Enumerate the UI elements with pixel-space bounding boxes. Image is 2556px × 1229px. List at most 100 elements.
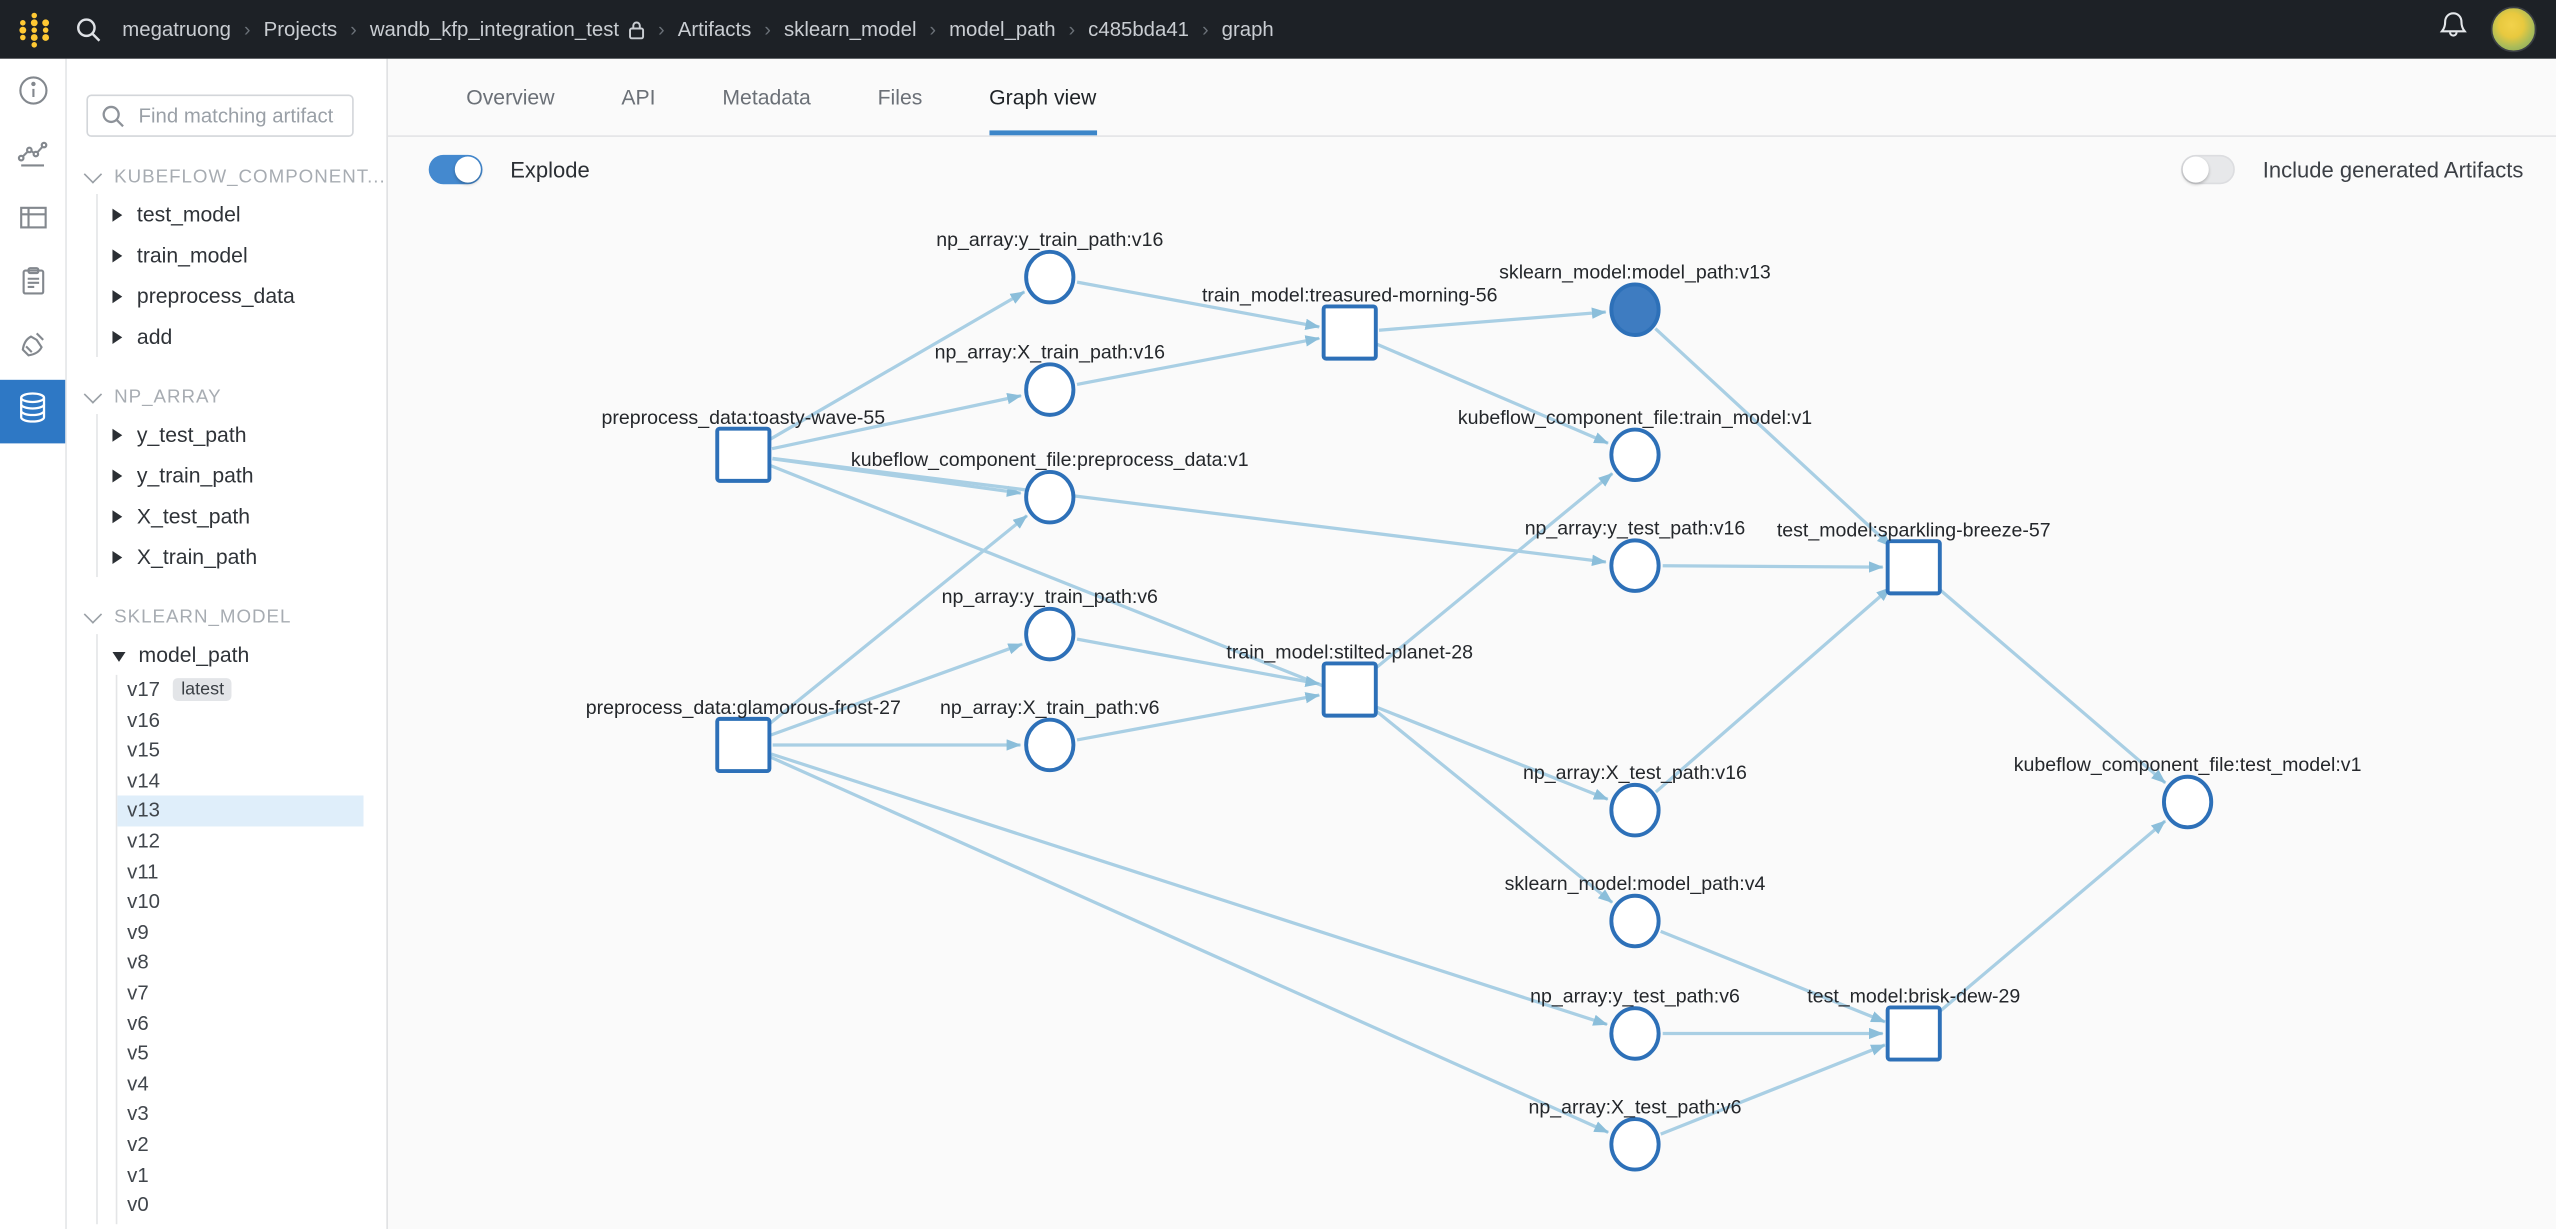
- graph-node-label: preprocess_data:glamorous-frost-27: [586, 697, 901, 719]
- version-label: v15: [127, 735, 160, 765]
- version-item-v13[interactable]: v13: [117, 796, 363, 826]
- left-rail: [0, 59, 67, 1229]
- version-label: v5: [127, 1039, 149, 1069]
- breadcrumb-item[interactable]: graph: [1222, 18, 1274, 41]
- rail-item-line-chart[interactable]: [0, 126, 65, 190]
- breadcrumb-item[interactable]: sklearn_model: [784, 18, 917, 41]
- triangle-right-icon: [112, 208, 122, 221]
- line-chart-icon: [15, 136, 49, 178]
- graph-edge: [766, 516, 1027, 727]
- version-item-v17[interactable]: v17latest: [117, 675, 363, 705]
- tree-section: NP_ARRAY y_test_pathy_train_pathX_test_pa…: [65, 381, 386, 577]
- rail-item-clipboard[interactable]: [0, 253, 65, 317]
- tree-item-model_path[interactable]: model_path: [98, 634, 387, 675]
- graph-node-xtest6[interactable]: [1611, 1119, 1658, 1170]
- tree-item-test_model[interactable]: test_model: [98, 194, 387, 235]
- version-item-v2[interactable]: v2: [117, 1130, 363, 1160]
- version-label: v10: [127, 887, 160, 917]
- version-label: v2: [127, 1130, 149, 1160]
- tree-item-add[interactable]: add: [98, 316, 387, 357]
- breadcrumb-item[interactable]: wandb_kfp_integration_test: [370, 18, 619, 41]
- tree-section-header[interactable]: KUBEFLOW_COMPONENT...: [65, 161, 386, 194]
- version-item-v12[interactable]: v12: [117, 826, 363, 856]
- tree-item-X_test_path[interactable]: X_test_path: [98, 496, 387, 537]
- graph-node-skl13[interactable]: [1611, 284, 1658, 335]
- version-item-v3[interactable]: v3: [117, 1099, 363, 1129]
- version-item-v8[interactable]: v8: [117, 948, 363, 978]
- version-item-v0[interactable]: v0: [117, 1190, 363, 1220]
- graph-node-ytrain16[interactable]: [1026, 252, 1073, 303]
- rail-item-info[interactable]: [0, 62, 65, 126]
- top-navbar: megatruong › Projects › wandb_kfp_integratio…: [0, 0, 2556, 59]
- bell-icon[interactable]: [2439, 10, 2468, 49]
- version-item-v15[interactable]: v15: [117, 735, 363, 765]
- graph-node-toasty[interactable]: [717, 429, 769, 481]
- version-label: v7: [127, 978, 149, 1008]
- breadcrumb-separator: ›: [751, 18, 784, 41]
- graph-node-label: kubeflow_component_file:preprocess_data:…: [851, 449, 1249, 471]
- breadcrumb-item[interactable]: c485bda41: [1088, 18, 1189, 41]
- graph-node-brisk[interactable]: [1888, 1007, 1940, 1059]
- tree-item-y_train_path[interactable]: y_train_path: [98, 455, 387, 496]
- version-item-v10[interactable]: v10: [117, 887, 363, 917]
- graph-edge: [771, 466, 1608, 800]
- tree-section-header[interactable]: SKLEARN_MODEL: [65, 602, 386, 635]
- version-item-v7[interactable]: v7: [117, 978, 363, 1008]
- graph-node-skl4[interactable]: [1611, 896, 1658, 947]
- graph-node-kfpre[interactable]: [1026, 472, 1073, 523]
- graph-node-label: test_model:brisk-dew-29: [1807, 986, 2020, 1008]
- breadcrumb-item[interactable]: Artifacts: [678, 18, 752, 41]
- version-item-v6[interactable]: v6: [117, 1008, 363, 1038]
- graph-node-xtrain16[interactable]: [1026, 364, 1073, 415]
- version-label: v0: [127, 1190, 149, 1220]
- wandb-logo[interactable]: [13, 8, 55, 50]
- graph-edge: [1379, 312, 1606, 330]
- rail-item-broom[interactable]: [0, 316, 65, 380]
- version-label: v11: [127, 857, 158, 887]
- tree-item-y_test_path[interactable]: y_test_path: [98, 414, 387, 455]
- graph-node-ytest16[interactable]: [1611, 540, 1658, 591]
- tree-section-header[interactable]: NP_ARRAY: [65, 381, 386, 414]
- breadcrumb: megatruong › Projects › wandb_kfp_integratio…: [122, 18, 1274, 41]
- breadcrumb-item[interactable]: megatruong: [122, 18, 231, 41]
- rail-item-database[interactable]: [0, 380, 65, 444]
- breadcrumb-item[interactable]: model_path: [949, 18, 1055, 41]
- triangle-right-icon: [112, 469, 122, 482]
- version-item-v1[interactable]: v1: [117, 1160, 363, 1190]
- triangle-right-icon: [112, 289, 122, 302]
- graph-node-kftest[interactable]: [2164, 777, 2211, 828]
- graph-node-sparkling[interactable]: [1888, 541, 1940, 593]
- version-item-v4[interactable]: v4: [117, 1069, 363, 1099]
- tree-item-preprocess_data[interactable]: preprocess_data: [98, 275, 387, 316]
- graph-node-glamorous[interactable]: [717, 719, 769, 771]
- graph-node-stilted[interactable]: [1324, 663, 1376, 715]
- graph-node-treasured[interactable]: [1324, 306, 1376, 358]
- tree-item-label: test_model: [137, 202, 241, 226]
- search-icon[interactable]: [75, 15, 103, 43]
- breadcrumb-separator: ›: [916, 18, 949, 41]
- version-item-v16[interactable]: v16: [117, 705, 363, 735]
- graph-node-ytest6[interactable]: [1611, 1008, 1658, 1059]
- graph-node-label: train_model:stilted-planet-28: [1226, 642, 1473, 664]
- version-item-v11[interactable]: v11: [117, 857, 363, 887]
- rail-item-table[interactable]: [0, 189, 65, 253]
- breadcrumb-item[interactable]: Projects: [264, 18, 338, 41]
- graph-node-xtrain6[interactable]: [1026, 720, 1073, 771]
- search-input[interactable]: [135, 103, 337, 129]
- triangle-right-icon: [112, 509, 122, 522]
- graph-node-xtest16[interactable]: [1611, 785, 1658, 836]
- graph-edge: [1661, 931, 1885, 1022]
- version-item-v5[interactable]: v5: [117, 1039, 363, 1069]
- graph-node-kftrain[interactable]: [1611, 430, 1658, 481]
- version-label: v12: [127, 826, 160, 856]
- tree-item-X_train_path[interactable]: X_train_path: [98, 536, 387, 577]
- clipboard-icon: [15, 263, 49, 305]
- tree-section-label: NP_ARRAY: [114, 388, 222, 408]
- version-item-v14[interactable]: v14: [117, 766, 363, 796]
- version-item-v9[interactable]: v9: [117, 917, 363, 947]
- artifact-search-box[interactable]: [86, 95, 353, 137]
- graph-edge: [1655, 329, 1891, 547]
- graph-node-ytrain6[interactable]: [1026, 609, 1073, 660]
- avatar[interactable]: [2491, 7, 2537, 53]
- tree-item-train_model[interactable]: train_model: [98, 235, 387, 276]
